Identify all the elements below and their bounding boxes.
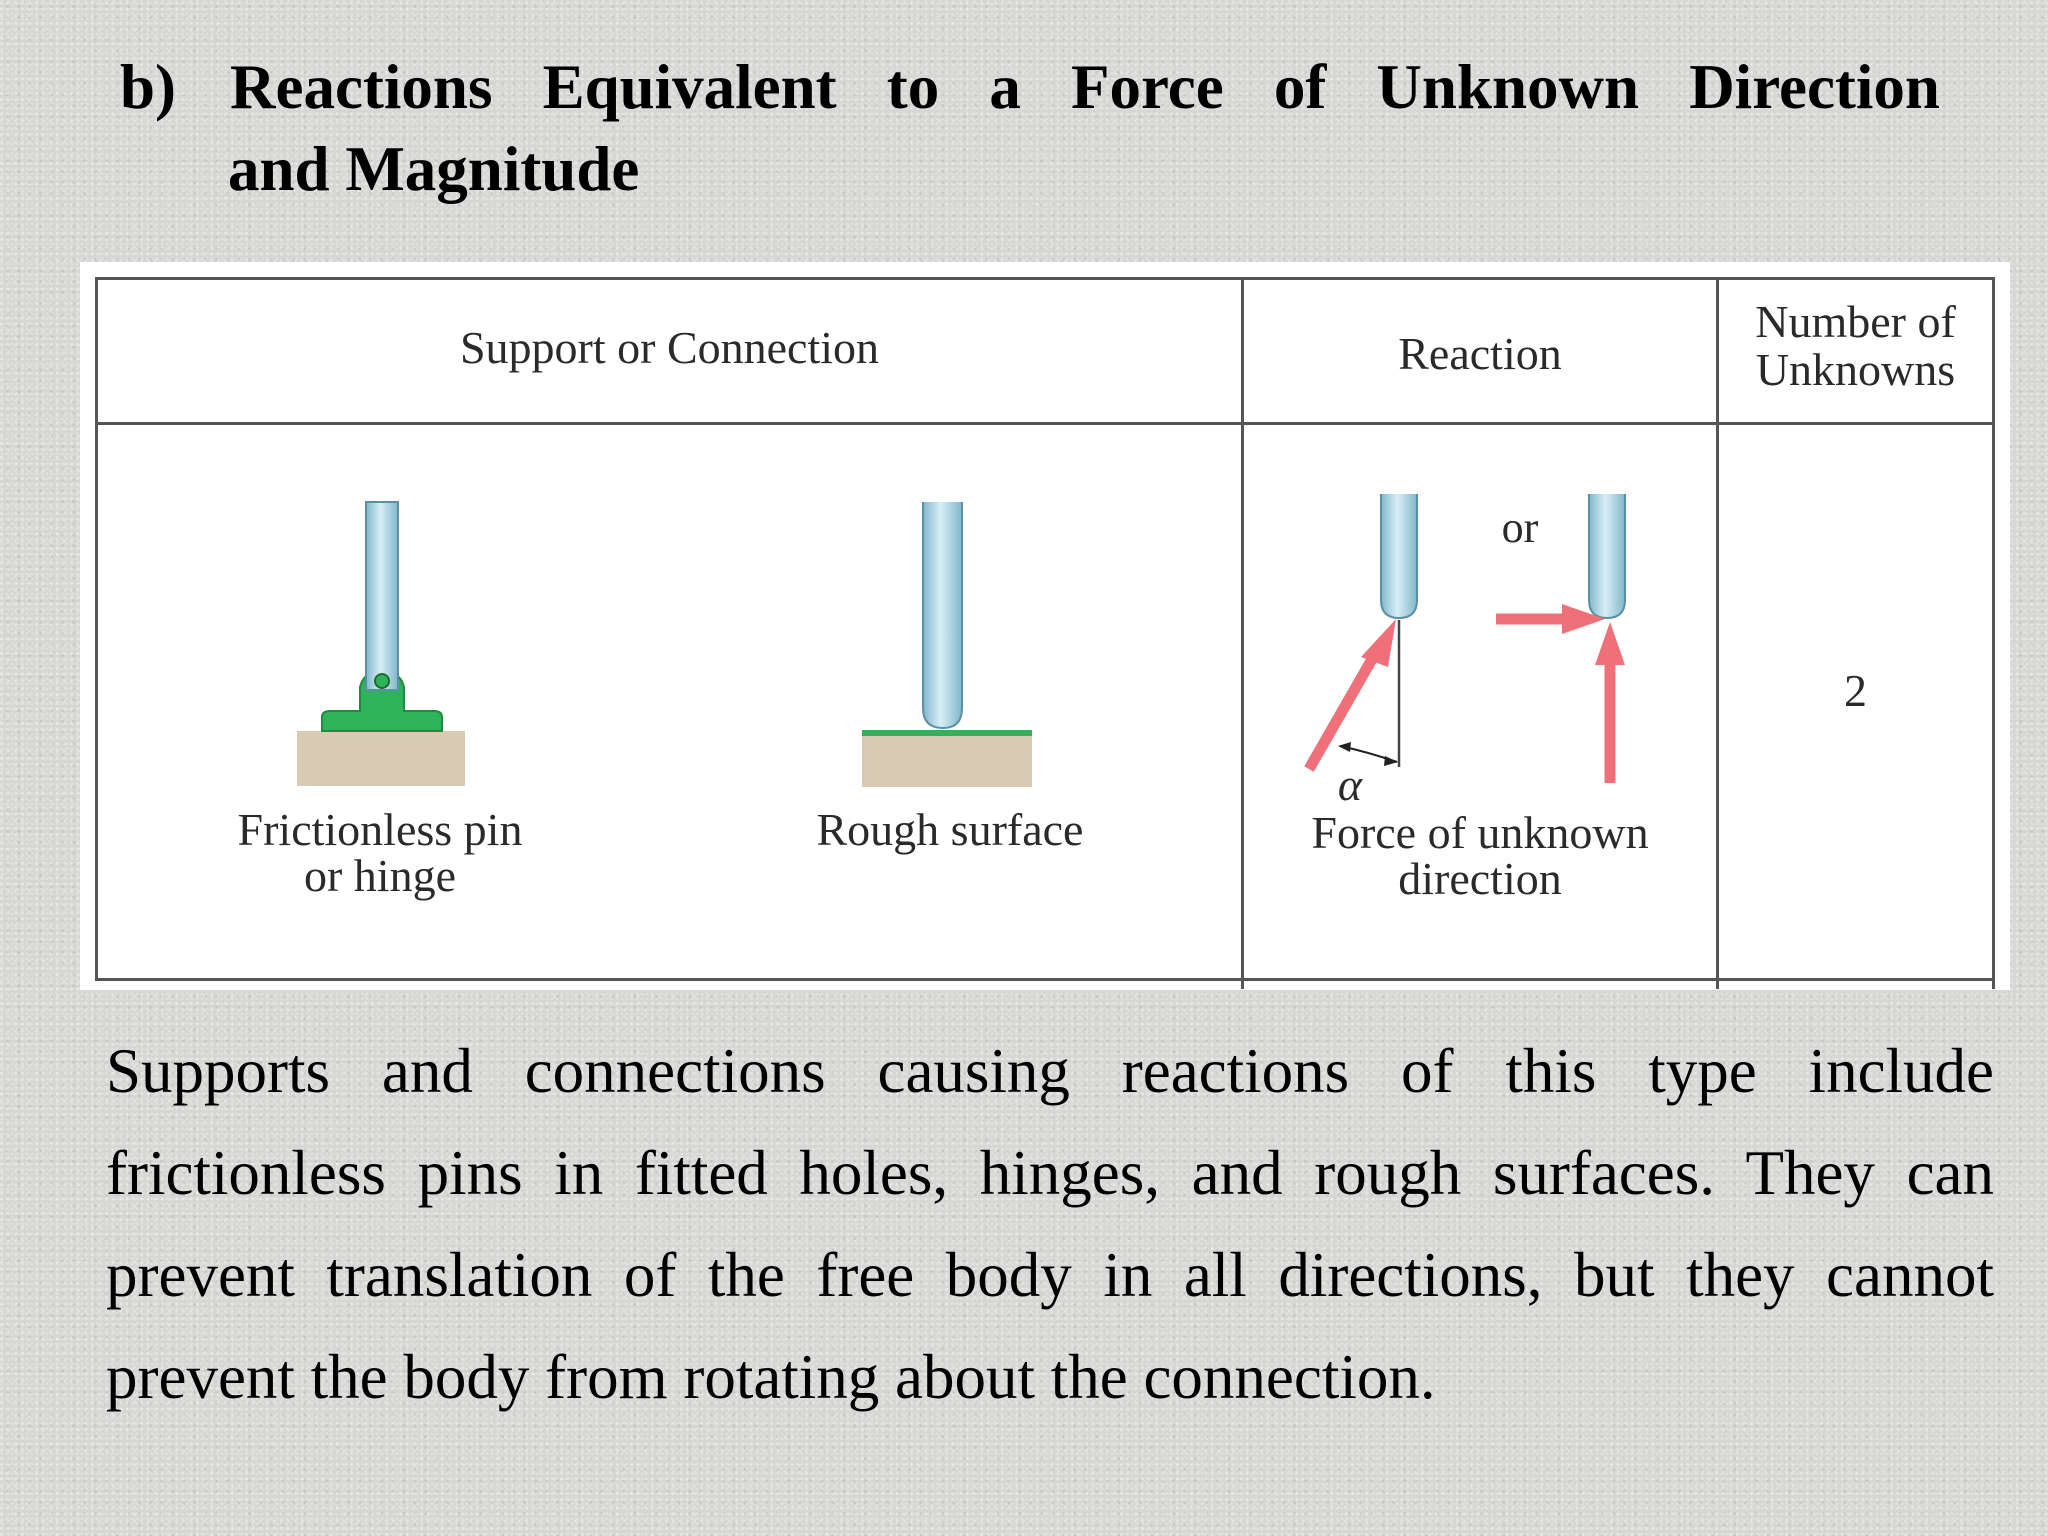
heading-line-1: b) Reactions Equivalent to a Force of Un…	[120, 46, 1940, 128]
table-left-border	[95, 277, 98, 981]
heading-word: Unknown	[1376, 52, 1640, 122]
rough-ground	[862, 735, 1032, 787]
reaction-rod-left	[1380, 494, 1418, 620]
reaction-alpha-label: α	[1337, 759, 1363, 810]
support-drawings	[297, 494, 1626, 787]
heading-word: to	[886, 52, 940, 122]
heading-word: Reactions	[230, 52, 493, 122]
slide-heading: b) Reactions Equivalent to a Force of Un…	[120, 46, 1940, 210]
pin-hole	[374, 673, 390, 689]
heading-word: Direction	[1689, 52, 1940, 122]
rough-rod	[922, 502, 963, 730]
inclined-force-arrowhead	[1361, 619, 1396, 667]
unknowns-value: 2	[1844, 665, 1867, 716]
frictionless-pin-illustration	[297, 501, 465, 786]
support-label-rough: Rough surface	[816, 804, 1084, 855]
pin-ground	[297, 731, 465, 786]
header-unknowns: Number of Unknowns	[1719, 298, 1992, 394]
table-divider-1	[1241, 277, 1244, 989]
support-label-pin-line2: or hinge	[303, 850, 456, 901]
header-support: Support or Connection	[459, 322, 880, 373]
rough-surface-line	[862, 730, 1032, 736]
support-label-pin: Frictionless pin or hinge	[210, 807, 550, 899]
heading-word: of	[1273, 52, 1327, 122]
angle-arrowhead-left	[1338, 742, 1351, 752]
reaction-label-line1: Force of unknown	[1311, 807, 1649, 858]
support-label-pin-line1: Frictionless pin	[237, 804, 523, 855]
reaction-label-line2: direction	[1398, 853, 1562, 904]
inclined-force-arrow	[1304, 651, 1380, 772]
table-bottom-border	[95, 978, 1992, 981]
reaction-or-label: or	[1501, 503, 1539, 552]
header-reaction: Reaction	[1398, 328, 1562, 379]
reaction-label: Force of unknown direction	[1260, 810, 1700, 902]
heading-line-2: and Magnitude	[228, 134, 640, 204]
header-unknowns-line1: Number of	[1755, 296, 1956, 347]
heading-word: a	[989, 52, 1021, 122]
heading-word: Equivalent	[542, 52, 837, 122]
reaction-rod-right	[1588, 494, 1626, 620]
vertical-force-arrowhead	[1595, 622, 1625, 665]
table-header-border	[95, 422, 1992, 425]
reactions-table: Support or Connection Reaction Number of…	[80, 262, 2010, 990]
heading-word: Force	[1070, 52, 1224, 122]
reaction-components-illustration	[1496, 494, 1626, 783]
header-unknowns-line2: Unknowns	[1755, 344, 1956, 395]
reaction-inclined-illustration	[1304, 494, 1418, 772]
pin-rod	[365, 501, 399, 691]
table-top-border	[95, 277, 1992, 280]
rough-surface-illustration	[862, 502, 1032, 787]
table-divider-2	[1716, 277, 1719, 989]
horizontal-force-arrowhead	[1562, 604, 1605, 634]
angle-arrowhead-right	[1384, 756, 1398, 766]
table-right-border	[1992, 277, 1995, 989]
heading-marker: b)	[120, 52, 177, 122]
body-paragraph: Supports and connections causing reactio…	[106, 1036, 1994, 1412]
